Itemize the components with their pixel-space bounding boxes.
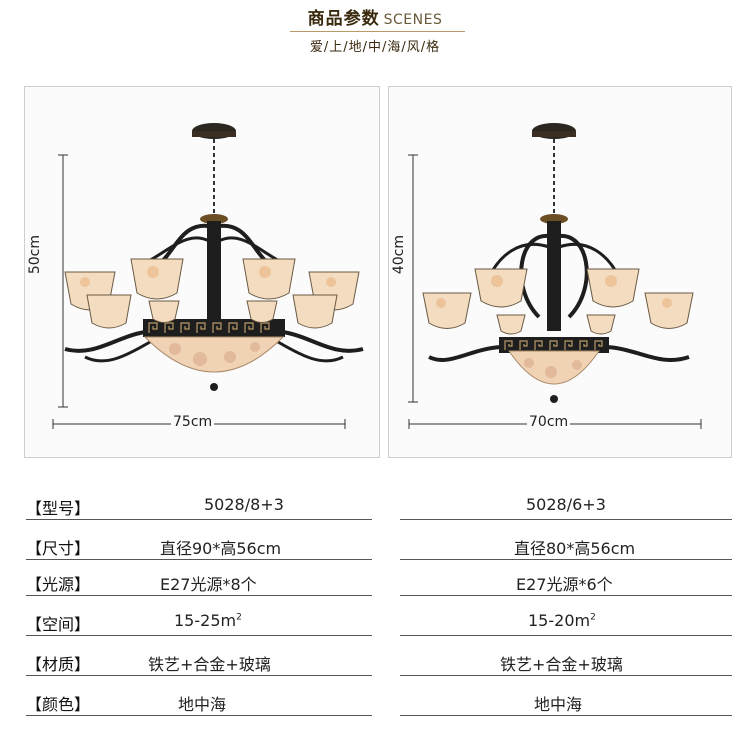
spec-label: 【尺寸】 [26, 539, 91, 558]
row-divider-left [26, 595, 372, 596]
row-divider-right [400, 715, 732, 716]
spec-value-left: E27光源*8个 [160, 575, 257, 594]
spec-row-light-source: 【光源】 E27光源*8个 E27光源*6个 [26, 566, 732, 596]
spec-label: 【光源】 [26, 575, 91, 594]
spec-row-size: 【尺寸】 直径90*高56cm 直径80*高56cm [26, 530, 732, 560]
spec-value-left: 15-25m2 [174, 611, 242, 630]
row-divider-right [400, 519, 732, 520]
row-divider-right [400, 635, 732, 636]
row-divider-left [26, 635, 372, 636]
width-dimension-label: 70cm [527, 414, 571, 430]
row-divider-left [26, 715, 372, 716]
spec-row-material: 【材质】 铁艺+合金+玻璃 铁艺+合金+玻璃 [26, 646, 732, 676]
spec-value-right: 直径80*高56cm [514, 539, 636, 558]
spec-value-left: 铁艺+合金+玻璃 [148, 655, 271, 674]
row-divider-left [26, 675, 372, 676]
spec-value-left: 地中海 [178, 695, 227, 714]
spec-row-color: 【颜色】 地中海 地中海 [26, 686, 732, 716]
spec-label: 【空间】 [26, 615, 91, 634]
product-image-panel-1: 50cm 75cm [24, 86, 380, 458]
spec-value-right-sup: 2 [590, 612, 596, 623]
row-divider-left [26, 519, 372, 520]
height-dimension-label: 50cm [27, 235, 43, 275]
height-dimension-label: 40cm [391, 235, 407, 275]
spec-value-right: E27光源*6个 [516, 575, 613, 594]
row-divider-right [400, 675, 732, 676]
spec-value-left-sup: 2 [236, 612, 242, 623]
spec-value-right: 5028/6+3 [526, 495, 606, 514]
chandelier-6-3-illustration [408, 123, 702, 429]
header-divider [290, 31, 465, 32]
section-title: 商品参数 [307, 9, 380, 29]
row-divider-right [400, 595, 732, 596]
spec-label: 【颜色】 [26, 695, 91, 714]
spec-value-left: 5028/8+3 [204, 495, 284, 514]
spec-value-right: 15-20m2 [528, 611, 596, 630]
spec-value-left-text: 15-25m [174, 611, 237, 630]
row-divider-right [400, 559, 732, 560]
spec-row-space: 【空间】 15-25m2 15-20m2 [26, 606, 732, 636]
row-divider-left [26, 559, 372, 560]
spec-value-left: 直径90*高56cm [160, 539, 282, 558]
chandelier-8-3-illustration [52, 123, 364, 429]
spec-value-right: 铁艺+合金+玻璃 [500, 655, 623, 674]
width-dimension-label: 75cm [171, 414, 215, 430]
product-image-panel-2: 40cm 70cm [388, 86, 732, 458]
spec-value-right-text: 15-20m [528, 611, 591, 630]
section-subtitle: 爱/上/地/中/海/风/格 [309, 40, 441, 55]
spec-row-model: 【型号】 5028/8+3 5028/6+3 [26, 490, 732, 520]
spec-value-right: 地中海 [534, 695, 583, 714]
spec-label: 【材质】 [26, 655, 91, 674]
section-title-en: SCENES [383, 12, 443, 28]
spec-label: 【型号】 [26, 499, 91, 518]
